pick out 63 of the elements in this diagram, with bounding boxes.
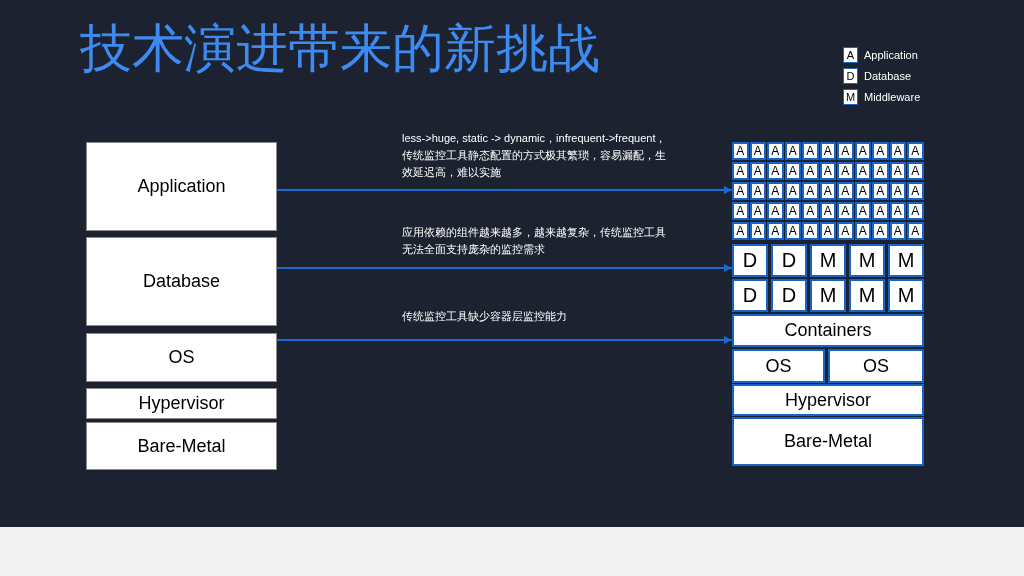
component-tile: A bbox=[732, 182, 749, 200]
component-tile: A bbox=[802, 222, 819, 240]
arrow bbox=[276, 264, 733, 272]
component-tile: A bbox=[837, 162, 854, 180]
component-tile: A bbox=[837, 142, 854, 160]
component-tile: A bbox=[907, 182, 924, 200]
component-tile: A bbox=[837, 182, 854, 200]
stack-layer-box: Bare-Metal bbox=[86, 422, 277, 470]
stack-layer-box: OS bbox=[86, 333, 277, 382]
component-tile: A bbox=[767, 202, 784, 220]
component-tile: M bbox=[849, 244, 885, 277]
component-tile: D bbox=[732, 279, 768, 312]
component-tile: M bbox=[810, 279, 846, 312]
component-tile: A bbox=[767, 142, 784, 160]
component-tile: A bbox=[837, 222, 854, 240]
letter-tile: A bbox=[843, 47, 858, 63]
component-tile: A bbox=[907, 142, 924, 160]
component-tile: A bbox=[872, 222, 889, 240]
component-tile: A bbox=[767, 162, 784, 180]
component-tile: A bbox=[907, 222, 924, 240]
component-tile: A bbox=[872, 142, 889, 160]
component-tile: D bbox=[732, 244, 768, 277]
stack-layer-box: Hypervisor bbox=[732, 384, 924, 416]
stack-layer-box: Containers bbox=[732, 314, 924, 347]
component-tile: A bbox=[732, 142, 749, 160]
stack-layer-box: OS bbox=[828, 349, 924, 383]
component-tile: D bbox=[771, 244, 807, 277]
component-tile: A bbox=[907, 202, 924, 220]
letter-tile: M bbox=[843, 89, 858, 105]
component-tile: A bbox=[802, 142, 819, 160]
letter-tile: D bbox=[843, 68, 858, 84]
tile-caption: Middleware bbox=[864, 90, 921, 105]
stack-layer-box: Database bbox=[86, 237, 277, 326]
component-tile: A bbox=[732, 202, 749, 220]
component-tile: A bbox=[872, 182, 889, 200]
component-tile: A bbox=[872, 162, 889, 180]
component-tile: A bbox=[732, 222, 749, 240]
component-tile: M bbox=[888, 279, 924, 312]
component-tile: A bbox=[802, 182, 819, 200]
component-tile: D bbox=[771, 279, 807, 312]
slide-title: 技术演进带来的新挑战 bbox=[80, 18, 600, 78]
arrow bbox=[276, 186, 733, 194]
stack-layer-box: Hypervisor bbox=[86, 388, 277, 419]
arrow bbox=[276, 336, 733, 344]
component-tile: A bbox=[802, 202, 819, 220]
component-tile: M bbox=[888, 244, 924, 277]
component-tile: M bbox=[849, 279, 885, 312]
component-tile: A bbox=[872, 202, 889, 220]
component-tile: A bbox=[767, 222, 784, 240]
component-tile: M bbox=[810, 244, 846, 277]
component-tile: A bbox=[802, 162, 819, 180]
edge-label: less->huge, static -> dynamic，infrequent->frequent，传统监控工具静态配置的方式极其繁琐，容易漏配，生效延迟高，难以实施 bbox=[402, 131, 668, 180]
component-tile: A bbox=[907, 162, 924, 180]
edge-label: 应用依赖的组件越来越多，越来越复杂，传统监控工具无法全面支持庞杂的监控需求 bbox=[402, 225, 667, 257]
tile-caption: Database bbox=[864, 69, 912, 84]
stack-layer-box: Bare-Metal bbox=[732, 417, 924, 466]
stack-layer-box: Application bbox=[86, 142, 277, 231]
component-tile: A bbox=[732, 162, 749, 180]
edge-label: 传统监控工具缺少容器层监控能力 bbox=[402, 309, 568, 324]
component-tile: A bbox=[837, 202, 854, 220]
stack-layer-box: OS bbox=[732, 349, 825, 383]
component-tile: A bbox=[767, 182, 784, 200]
tile-caption: Application bbox=[864, 48, 918, 63]
